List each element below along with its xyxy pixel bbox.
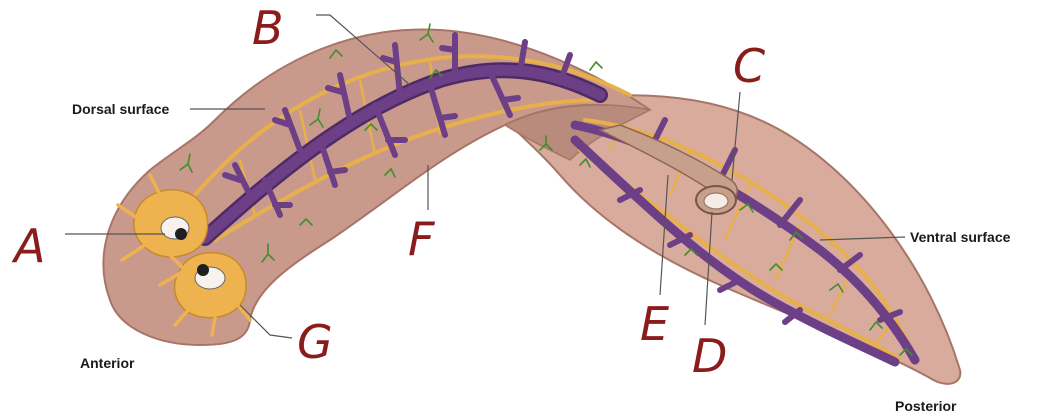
letter-a: A: [11, 219, 45, 273]
leader-g: [239, 304, 293, 339]
ganglion-nerve: [236, 303, 252, 322]
posterior-label: Posterior: [895, 398, 957, 414]
diverticulum: [837, 252, 863, 273]
protonephridium: [684, 247, 698, 256]
diverticulum: [782, 307, 803, 325]
gut-diverticula: [222, 32, 903, 325]
protonephridium: [261, 243, 275, 263]
protonephridium: [309, 108, 324, 128]
protonephridium: [829, 282, 844, 293]
protonephridium: [179, 153, 193, 173]
dorsal-nerve-cord-1: [193, 54, 632, 197]
protonephridium: [299, 217, 313, 226]
diverticulum: [517, 39, 528, 75]
pharynx-lumen: [703, 192, 729, 210]
diverticulum: [877, 309, 903, 323]
leader-ventral-surface: [819, 236, 906, 241]
leader-d: [704, 211, 713, 326]
ganglion-nerve: [116, 203, 142, 222]
letter-g: G: [297, 315, 333, 369]
ganglion-nerve: [210, 316, 217, 337]
commissure: [874, 324, 891, 346]
diverticulum: [717, 277, 743, 293]
letter-d: D: [692, 329, 727, 383]
diverticulum: [427, 82, 458, 138]
diverticulum: [617, 187, 643, 203]
protonephridium: [739, 202, 754, 213]
protonephridium: [539, 135, 553, 151]
handwritten-letters: A B C D E F G: [11, 1, 765, 383]
diverticulum: [317, 137, 348, 188]
letter-e: E: [640, 297, 669, 351]
leader-b: [316, 14, 411, 86]
cerebral-ganglia: [116, 173, 252, 337]
diverticulum: [439, 32, 458, 81]
eyespot-upper-pigment: [175, 228, 187, 240]
diverticulum: [380, 42, 403, 98]
ganglion-nerve: [173, 306, 192, 327]
ganglion-nerve: [158, 270, 184, 287]
diverticulum: [557, 52, 573, 85]
protonephridium: [364, 122, 378, 131]
diverticulum: [777, 197, 803, 228]
protonephridium: [869, 320, 883, 331]
printed-labels: Dorsal surface Ventral surface Anterior …: [72, 101, 1011, 414]
commissure: [828, 274, 852, 316]
gut-posterior-branch-2: [570, 135, 900, 367]
letter-f: F: [408, 212, 435, 266]
dorsal-surface-label: Dorsal surface: [72, 101, 169, 117]
letter-c: C: [733, 39, 765, 93]
protonephridium: [589, 60, 603, 71]
pharynx-tube: [597, 124, 738, 206]
protonephridium: [419, 23, 434, 43]
ventral-surface-label: Ventral surface: [910, 229, 1011, 245]
protonephridium: [769, 262, 783, 271]
protonephridium: [429, 68, 443, 79]
leader-lines: [65, 14, 906, 339]
leader-e: [659, 174, 669, 296]
leader-c: [731, 91, 741, 181]
ganglion-nerve: [120, 243, 147, 262]
protonephridium: [899, 347, 913, 356]
protonephridium: [579, 157, 591, 168]
diverticulum: [325, 72, 353, 123]
diverticulum: [272, 107, 303, 153]
eyespot-lower-pigment: [197, 264, 209, 276]
ganglion-nerve: [148, 173, 162, 197]
diverticulum: [222, 162, 253, 198]
protonephridium: [329, 48, 343, 59]
protonephridia: [179, 23, 913, 356]
protonephridium: [789, 230, 803, 241]
diverticulum: [667, 232, 693, 248]
ganglion-nerve: [168, 253, 187, 272]
diverticulum: [372, 102, 408, 158]
letter-b: B: [252, 1, 284, 55]
protonephridium: [384, 167, 396, 178]
diverticulum: [487, 69, 521, 118]
diverticulum: [262, 177, 293, 218]
anterior-label: Anterior: [80, 355, 135, 371]
ventral-body: [498, 94, 962, 385]
pharynx: [597, 124, 738, 215]
